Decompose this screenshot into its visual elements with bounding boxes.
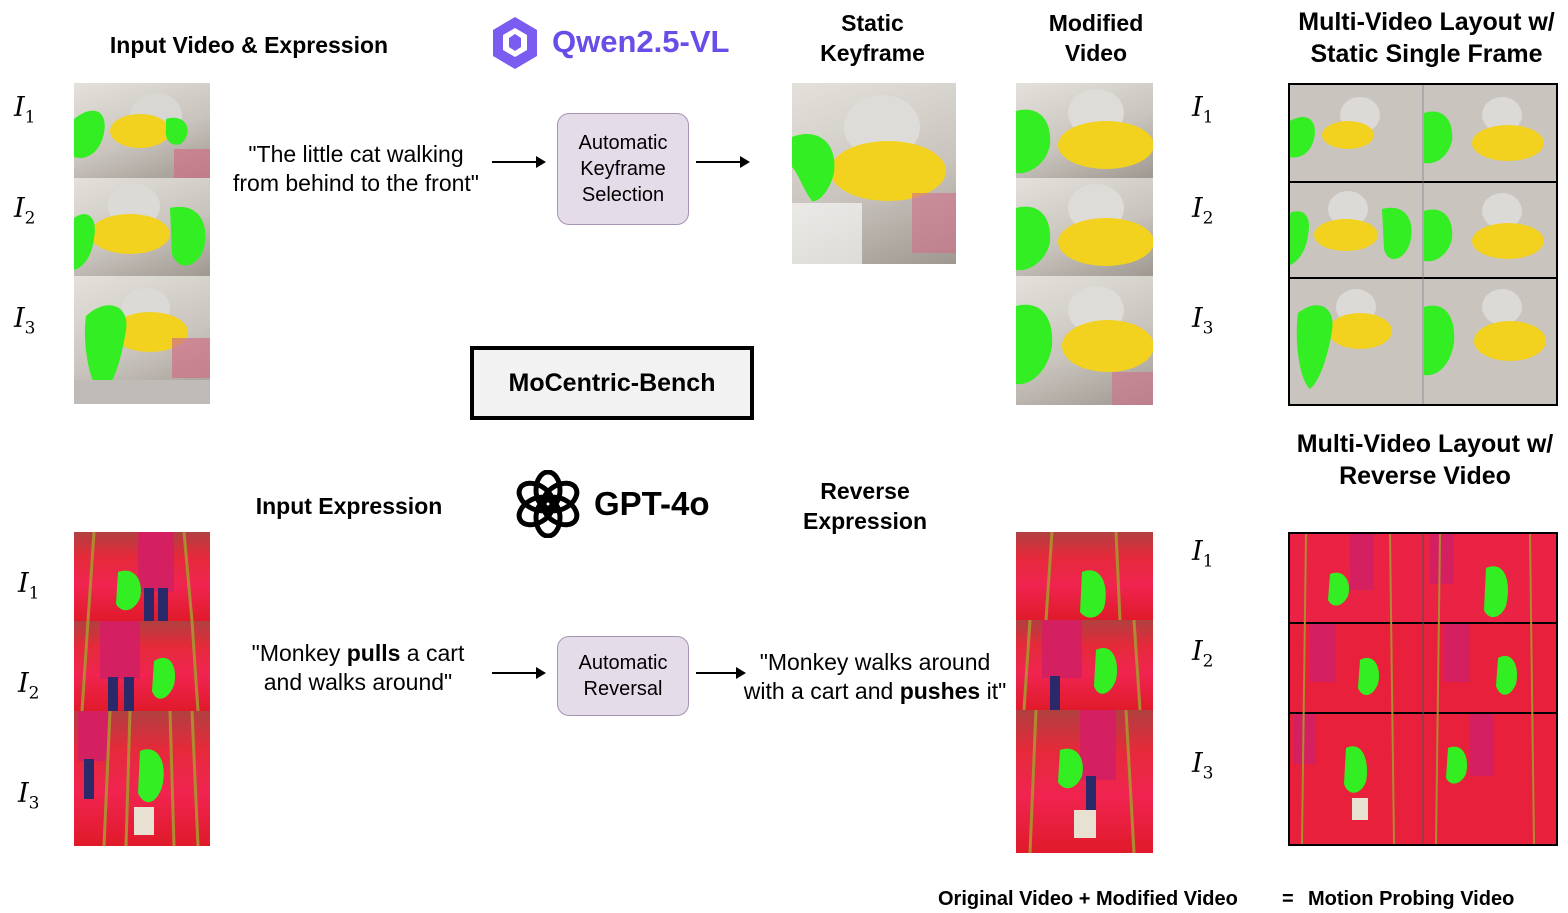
modified-video-header: Modified Video	[1030, 8, 1162, 68]
arrow-to-keyframe-selection	[492, 156, 546, 168]
equation-right: Motion Probing Video	[1308, 888, 1515, 910]
frame-label-1: I1	[14, 92, 36, 128]
frame-label-2: I2	[14, 193, 36, 229]
layout-reverse-header: Multi-Video Layout w/ Reverse Video	[1282, 428, 1568, 492]
static-keyframe-header: Static Keyframe	[800, 8, 945, 68]
layout-reverse-header-line2: Reverse Video	[1339, 462, 1511, 490]
right-bottom-frame-label-3: I3	[1192, 748, 1214, 784]
static-keyframe-header-line2: Keyframe	[820, 40, 925, 66]
monkey-input-frame-3	[74, 711, 210, 846]
equation-left: Original Video + Modified Video	[938, 888, 1238, 910]
bottom-frame-label-1: I1	[18, 568, 40, 604]
input-expression-header: Input Expression	[255, 493, 443, 519]
monkey-expression-pre: "Monkey	[251, 640, 347, 666]
monkey-reversed-frame-1	[1016, 532, 1153, 620]
cat-modified-frame-1	[1016, 83, 1153, 178]
right-frame-label-3: I3	[1192, 303, 1214, 339]
reverse-expression-header-line2: Expression	[803, 508, 927, 534]
reversal-box-line2: Reversal	[583, 678, 663, 700]
modified-video-header-line1: Modified	[1048, 10, 1144, 36]
cat-expression-line2: from behind to the front"	[233, 170, 479, 196]
static-keyframe-image	[792, 83, 956, 264]
qwen-model-name: Qwen2.5-VL	[552, 24, 730, 59]
qwen-logo-icon	[486, 14, 544, 72]
arrow-to-reverse-expression	[696, 667, 746, 679]
reverse-expression-pre: with a cart and	[743, 678, 900, 704]
keyframe-selection-box: Automatic Keyframe Selection	[557, 113, 689, 225]
reversal-box-line1: Automatic	[578, 652, 668, 674]
input-video-expression-header: Input Video & Expression	[109, 32, 389, 58]
monkey-reversed-frame-3	[1016, 710, 1153, 853]
keyframe-box-line1: Automatic	[578, 132, 668, 154]
monkey-input-frame-1	[74, 532, 210, 621]
monkey-expression: "Monkey pulls a cart and walks around"	[228, 639, 488, 697]
reverse-expression-line1: "Monkey walks around	[759, 649, 991, 675]
right-bottom-frame-label-2: I2	[1192, 636, 1214, 672]
openai-logo-icon	[514, 469, 582, 539]
multi-video-reverse-layout	[1288, 532, 1558, 846]
monkey-expression-bold: pulls	[346, 640, 401, 666]
monkey-expression-post: a cart	[400, 640, 465, 666]
arrow-to-reversal	[492, 667, 546, 679]
reverse-expression-header-line1: Reverse	[820, 478, 910, 504]
gpt-model-name: GPT-4o	[594, 485, 710, 522]
cat-input-frame-1	[74, 83, 210, 178]
cat-input-frame-2	[74, 178, 210, 276]
bottom-frame-label-3: I3	[18, 778, 40, 814]
right-frame-label-2: I2	[1192, 193, 1214, 229]
reverse-expression: "Monkey walks around with a cart and pus…	[734, 648, 1016, 706]
reverse-expression-post: it"	[980, 678, 1007, 704]
static-keyframe-header-line1: Static	[841, 10, 904, 36]
frame-label-3: I3	[14, 303, 36, 339]
cat-input-frame-3	[74, 276, 210, 404]
equation-equals: =	[1282, 888, 1294, 910]
right-bottom-frame-label-1: I1	[1192, 536, 1214, 572]
cat-expression-line1: "The little cat walking	[248, 141, 464, 167]
bottom-frame-label-2: I2	[18, 668, 40, 704]
monkey-reversed-frame-2	[1016, 620, 1153, 710]
right-frame-label-1: I1	[1192, 92, 1214, 128]
monkey-expression-line2: and walks around"	[263, 669, 453, 695]
cat-expression: "The little cat walking from behind to t…	[216, 140, 496, 198]
arrow-to-static-keyframe	[696, 156, 750, 168]
reverse-expression-bold: pushes	[899, 678, 981, 704]
keyframe-box-line3: Selection	[581, 184, 665, 206]
layout-static-header: Multi-Video Layout w/ Static Single Fram…	[1285, 6, 1568, 70]
layout-reverse-header-line1: Multi-Video Layout w/	[1296, 430, 1554, 458]
reversal-box: Automatic Reversal	[557, 636, 689, 716]
modified-video-header-line2: Video	[1064, 40, 1128, 66]
multi-video-static-layout	[1288, 83, 1558, 406]
reverse-expression-header: Reverse Expression	[790, 476, 940, 536]
layout-static-header-line1: Multi-Video Layout w/	[1298, 8, 1555, 36]
cat-modified-frame-2	[1016, 178, 1153, 276]
monkey-input-frame-2	[74, 621, 210, 711]
mocentric-bench-label: MoCentric-Bench	[470, 346, 754, 420]
cat-modified-frame-3	[1016, 276, 1153, 405]
keyframe-box-line2: Keyframe	[580, 158, 666, 180]
layout-static-header-line2: Static Single Frame	[1310, 40, 1543, 68]
